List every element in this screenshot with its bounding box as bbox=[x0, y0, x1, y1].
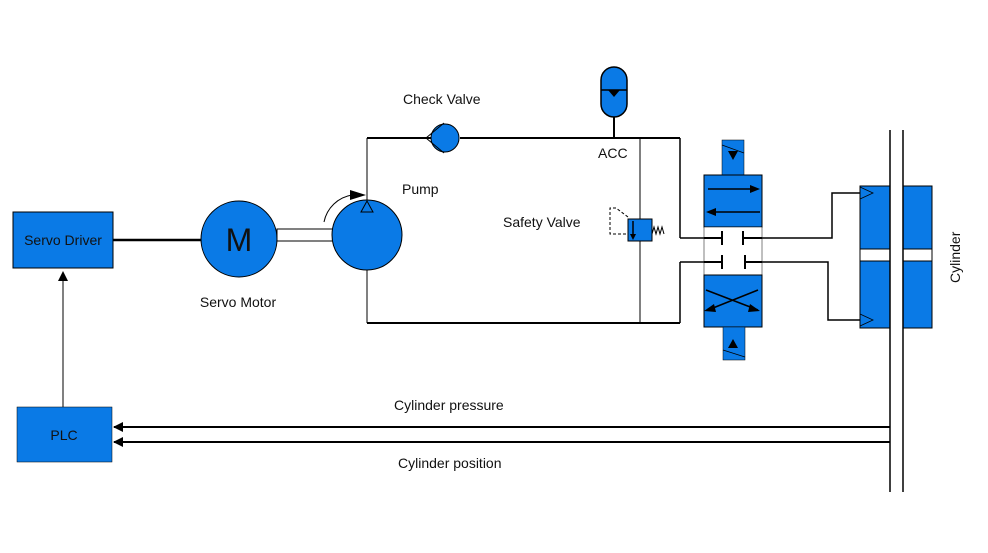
cylinder-position-label: Cylinder position bbox=[398, 455, 502, 471]
safety-valve-label: Safety Valve bbox=[503, 214, 581, 230]
motor-symbol: M bbox=[226, 222, 253, 258]
directional-valve bbox=[703, 139, 763, 361]
cylinder bbox=[859, 130, 933, 492]
pump bbox=[323, 190, 403, 271]
plc-label: PLC bbox=[50, 427, 77, 443]
accumulator bbox=[600, 66, 628, 138]
acc-label: ACC bbox=[598, 145, 628, 161]
servo-motor-label: Servo Motor bbox=[200, 294, 277, 310]
servo-driver: Servo Driver bbox=[12, 211, 114, 269]
safety-valve bbox=[609, 207, 665, 242]
pump-label: Pump bbox=[402, 181, 439, 197]
hydraulic-lines bbox=[366, 137, 705, 324]
rotation-arrow-icon bbox=[323, 194, 353, 223]
plc: PLC bbox=[16, 406, 113, 463]
servo-motor: M bbox=[200, 200, 278, 278]
cylinder-label: Cylinder bbox=[947, 231, 963, 283]
pump-direction-icon bbox=[360, 199, 374, 213]
check-valve-label: Check Valve bbox=[403, 91, 481, 107]
cylinder-lines bbox=[762, 192, 860, 321]
cylinder-pressure-label: Cylinder pressure bbox=[394, 397, 504, 413]
motor-pump-shaft bbox=[276, 228, 334, 242]
servo-driver-label: Servo Driver bbox=[24, 232, 102, 248]
check-valve bbox=[425, 122, 460, 154]
